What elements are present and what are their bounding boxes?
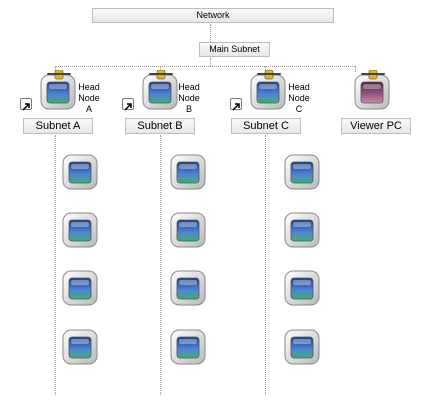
network-link-line <box>210 24 211 42</box>
viewer-pc-label: Viewer PC <box>341 118 411 134</box>
main-subnet-bus-line <box>55 66 355 67</box>
computer-node-icon[interactable] <box>168 208 210 250</box>
computer-node-icon[interactable] <box>282 208 324 250</box>
computer-node-icon[interactable] <box>60 266 102 308</box>
network-label: Network <box>92 8 334 23</box>
head-node-icon[interactable] <box>38 69 80 112</box>
computer-node-icon[interactable] <box>282 266 324 308</box>
computer-node-icon[interactable] <box>282 150 324 192</box>
subnet-label: Subnet B <box>125 118 195 134</box>
computer-node-icon[interactable] <box>168 325 210 367</box>
computer-node-icon[interactable] <box>60 208 102 250</box>
viewer-drop-line <box>355 66 356 72</box>
subnet-label: Subnet A <box>23 118 93 134</box>
head-node-label: Head Node A <box>78 82 100 114</box>
computer-node-icon[interactable] <box>168 266 210 308</box>
head-node-label: Head Node B <box>178 82 200 114</box>
computer-node-icon[interactable] <box>60 325 102 367</box>
head-node-label: Head Node C <box>288 82 310 114</box>
computer-node-icon[interactable] <box>282 325 324 367</box>
subnet-bus-line <box>55 135 56 395</box>
subnet-bus-line <box>160 135 161 395</box>
subnet-drop-line <box>265 66 266 72</box>
viewer-pc-icon[interactable] <box>352 69 394 112</box>
main-subnet-link-line <box>210 58 211 66</box>
subnet-drop-line <box>55 66 56 72</box>
shortcut-arrow-icon[interactable] <box>122 98 134 111</box>
shortcut-arrow-icon[interactable] <box>20 98 32 111</box>
subnet-label: Subnet C <box>231 118 301 134</box>
computer-node-icon[interactable] <box>168 150 210 192</box>
subnet-drop-line <box>160 66 161 72</box>
computer-node-icon[interactable] <box>60 150 102 192</box>
head-node-icon[interactable] <box>248 69 290 112</box>
head-node-icon[interactable] <box>140 69 182 112</box>
main-subnet-label: Main Subnet <box>199 42 270 57</box>
subnet-bus-line <box>265 135 266 395</box>
shortcut-arrow-icon[interactable] <box>230 98 242 111</box>
